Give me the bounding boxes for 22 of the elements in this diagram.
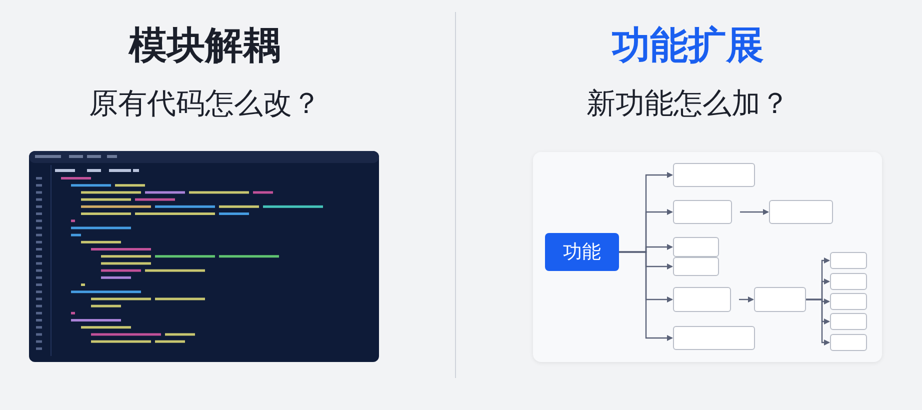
heading: 模块解耦	[127, 22, 282, 69]
empty-box	[830, 252, 867, 269]
empty-box	[673, 287, 731, 312]
empty-box	[673, 163, 755, 187]
empty-box	[673, 200, 732, 224]
empty-box	[673, 237, 719, 257]
function-box: 功能	[545, 233, 619, 271]
arrow	[740, 209, 769, 215]
heading: 功能扩展	[610, 22, 765, 69]
empty-box	[769, 200, 833, 224]
empty-box	[830, 293, 867, 310]
empty-box	[673, 257, 719, 276]
arrow	[739, 296, 754, 302]
subheading: 新功能怎么加？	[586, 85, 790, 122]
empty-box	[830, 334, 867, 351]
empty-box	[830, 273, 867, 290]
arrow	[619, 251, 673, 341]
empty-box	[830, 313, 867, 330]
arrow	[806, 298, 830, 346]
subheading: 原有代码怎么改？	[88, 85, 322, 122]
empty-box	[673, 326, 755, 350]
empty-box	[754, 287, 806, 312]
